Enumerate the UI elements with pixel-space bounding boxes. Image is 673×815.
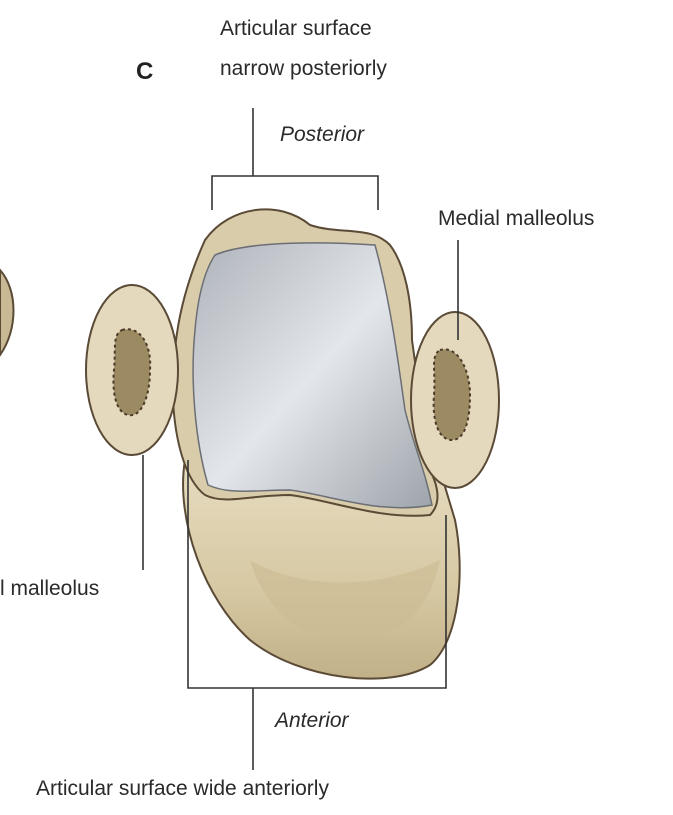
label-medial-malleolus: Medial malleolus — [438, 206, 594, 231]
partial-bone-edge — [0, 270, 14, 355]
label-top-line1: Articular surface — [220, 16, 372, 41]
label-anterior: Anterior — [275, 708, 349, 733]
panel-letter: C — [136, 58, 153, 86]
posterior-bracket — [212, 176, 378, 210]
label-lateral-malleolus: l malleolus — [0, 576, 99, 601]
lateral-malleolus-marrow — [113, 329, 150, 415]
label-top-line2: narrow posteriorly — [220, 56, 387, 81]
label-posterior: Posterior — [280, 122, 364, 147]
label-bottom: Articular surface wide anteriorly — [36, 776, 329, 801]
